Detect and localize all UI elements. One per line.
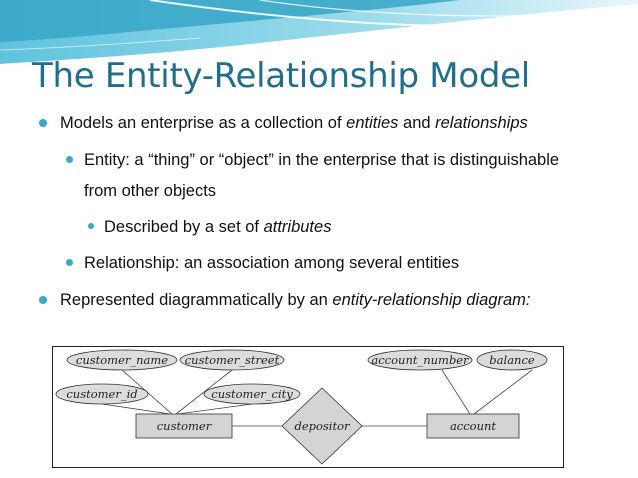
bullet-entity-line1: Entity: a “thing” or “object” in the ent…	[84, 151, 560, 169]
attr-label-balance: balance	[489, 353, 535, 367]
attr-label-customer-street: customer_street	[185, 353, 280, 367]
bullet-models-enterprise: Models an enterprise as a collection of …	[60, 114, 528, 132]
entity-customer	[135, 413, 233, 439]
er-diagram: customer_name customer_street customer_i…	[52, 346, 564, 468]
bullet-icon	[66, 259, 73, 266]
bullet-represented: Represented diagrammatically by an entit…	[60, 291, 531, 309]
entity-label-account: account	[450, 419, 496, 433]
entity-account	[426, 413, 520, 439]
attribute-balance	[476, 349, 548, 371]
header-wave-decoration	[0, 0, 638, 64]
entity-label-customer: customer	[157, 419, 213, 433]
attribute-account-number	[367, 349, 473, 371]
attribute-customer-city	[203, 383, 301, 405]
attribute-customer-name	[66, 349, 178, 371]
bullet-entity-line2: from other objects	[84, 182, 217, 200]
slide-title: The Entity-Relationship Model	[32, 56, 530, 96]
bullet-icon	[88, 223, 94, 229]
attribute-customer-street	[179, 349, 285, 371]
attribute-customer-id	[55, 383, 149, 405]
attr-label-customer-city: customer_city	[211, 387, 293, 401]
bullet-relationship: Relationship: an association among sever…	[84, 254, 460, 272]
attr-label-account-number: account_number	[371, 353, 470, 367]
relationship-label-depositor: depositor	[294, 419, 351, 433]
bullet-attributes: Described by a set of attributes	[104, 218, 332, 236]
bullet-icon	[66, 156, 73, 163]
attr-label-customer-name: customer_name	[76, 353, 168, 367]
bullet-icon	[39, 119, 47, 127]
bullet-icon	[39, 296, 47, 304]
attr-label-customer-id: customer_id	[66, 387, 137, 401]
relationship-depositor	[281, 387, 363, 465]
